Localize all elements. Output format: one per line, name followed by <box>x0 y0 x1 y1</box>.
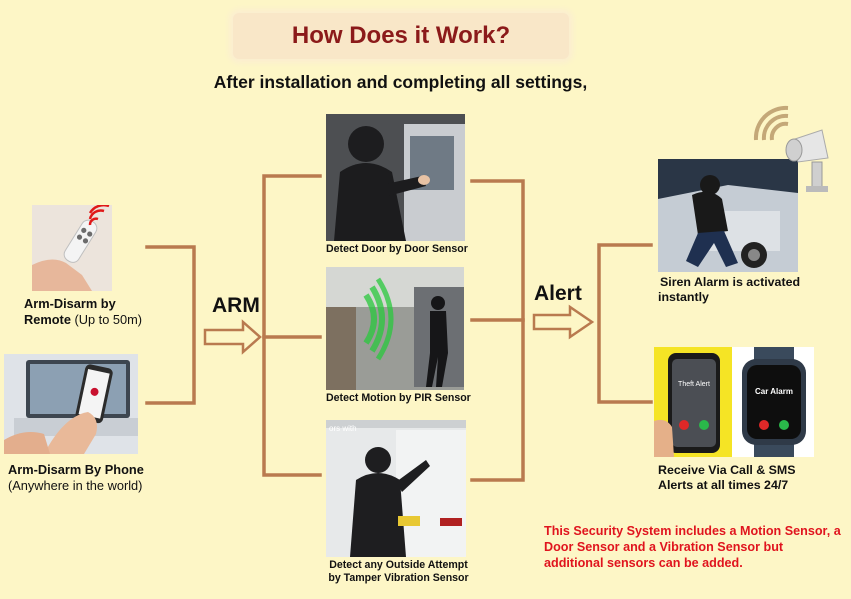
siren-icon <box>752 100 834 200</box>
remote-photo <box>32 205 112 291</box>
phone-watch-photo: Theft Alert Car Alarm <box>654 347 814 457</box>
phone-label-line2: (Anywhere in the world) <box>8 478 143 493</box>
tamper-sensor-photo: ors with <box>326 420 466 557</box>
siren-label-line2: instantly <box>658 290 709 304</box>
remote-label-bold: Remote <box>24 312 71 327</box>
siren-label-line1: Siren Alarm is activated <box>660 275 801 289</box>
tamper-photo-text: ors with <box>329 424 357 433</box>
page-title: How Does it Work? <box>291 22 511 49</box>
arm-arrow <box>203 319 262 355</box>
system-note: This Security System includes a Motion S… <box>544 524 841 570</box>
left-bracket <box>145 245 196 405</box>
subtitle: After installation and completing all se… <box>213 72 588 92</box>
phone-alert-label: Receive Via Call & SMS Alerts at all tim… <box>658 463 796 493</box>
tamper-label-line1: Detect any Outside Attempt <box>329 559 468 571</box>
phone-alert-label-line1: Receive Via Call & SMS <box>658 463 796 477</box>
pir-sensor-label: Detect Motion by PIR Sensor <box>326 392 471 404</box>
door-sensor-photo <box>326 114 465 241</box>
siren-photo <box>658 159 798 272</box>
remote-label-range: (Up to 50m) <box>70 312 143 327</box>
siren-label: Siren Alarm is activated instantly <box>658 275 800 305</box>
tamper-label-line2: by Tamper Vibration Sensor <box>328 571 469 584</box>
phone-alert-label-line2: Alerts at all times 24/7 <box>658 478 789 492</box>
watch-screen-text: Car Alarm <box>755 387 793 396</box>
door-sensor-label: Detect Door by Door Sensor <box>326 243 468 255</box>
alert-label: Alert <box>534 282 582 305</box>
phone-label-line1: Arm-Disarm By Phone <box>8 462 144 477</box>
remote-label-line1: Arm-Disarm by <box>24 296 116 311</box>
sensor-bracket-right <box>470 179 525 482</box>
phone-label: Arm-Disarm By Phone (Anywhere in the wor… <box>8 462 144 494</box>
tamper-sensor-label: Detect any Outside Attempt by Tamper Vib… <box>326 559 471 584</box>
pir-sensor-photo <box>326 267 464 390</box>
phone-screen-text: Theft Alert <box>678 381 710 388</box>
sensor-bracket-left <box>262 174 322 477</box>
remote-label: Arm-Disarm by Remote (Up to 50m) <box>24 296 142 328</box>
title-banner: How Does it Work? <box>233 13 569 59</box>
output-bracket <box>597 243 653 404</box>
alert-arrow <box>532 304 595 340</box>
arm-label: ARM <box>212 294 260 317</box>
phone-hand-photo <box>4 354 138 454</box>
